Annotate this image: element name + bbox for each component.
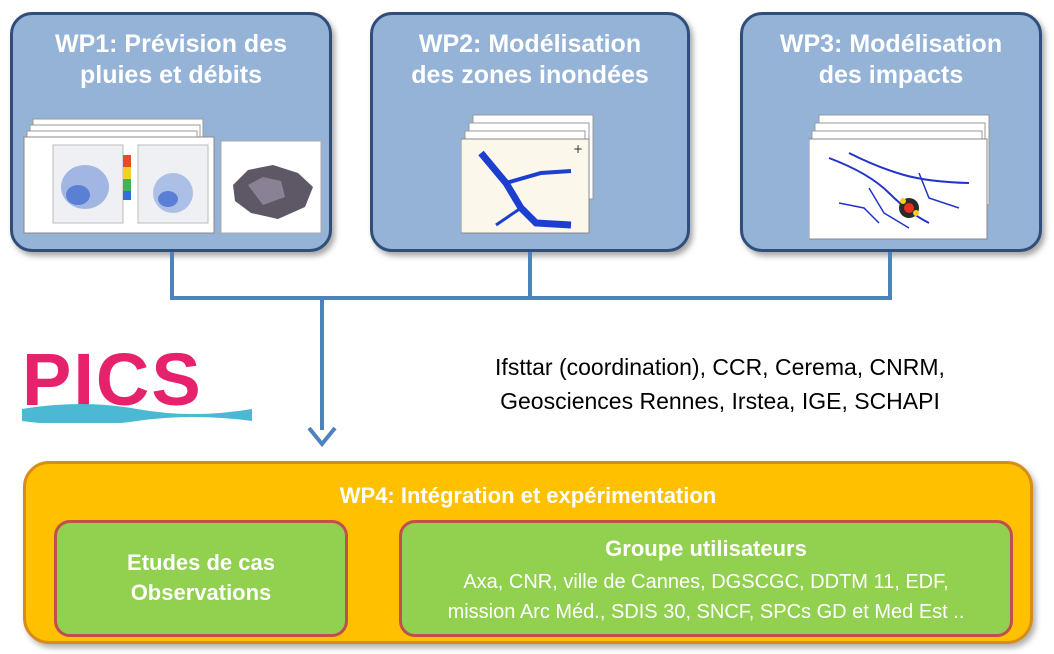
- pics-logo: PICS: [22, 338, 252, 425]
- wp1-title: WP1: Prévision des pluies et débits: [54, 30, 288, 89]
- groupe-members: Axa, CNR, ville de Cannes, DGSCGC, DDTM …: [447, 571, 965, 623]
- wp4-title: WP4: Intégration et expérimentation: [339, 483, 717, 508]
- arrow-head-icon: [307, 426, 337, 448]
- etudes-box: Etudes de cas Observations: [54, 520, 348, 637]
- wp1-box: WP1: Prévision des pluies et débits: [10, 12, 332, 252]
- wp3-box: WP3: Modélisation des impacts: [740, 12, 1042, 252]
- wp4-box: WP4: Intégration et expérimentation Etud…: [23, 461, 1033, 644]
- wp1-rainfall-maps: [23, 115, 323, 235]
- groupe-box: Groupe utilisateurs Axa, CNR, ville de C…: [399, 520, 1013, 637]
- wp2-flood-maps: +: [461, 113, 611, 243]
- groupe-title: Groupe utilisateurs: [605, 536, 807, 561]
- partners-text: Ifsttar (coordination), CCR, Cerema, CNR…: [495, 354, 945, 414]
- connector-horizontal: [170, 296, 892, 300]
- connector-wp1-down: [170, 252, 174, 299]
- wp3-title: WP3: Modélisation des impacts: [779, 30, 1003, 89]
- wp2-title: WP2: Modélisation des zones inondées: [411, 30, 649, 89]
- connector-to-wp4: [320, 298, 324, 430]
- wp3-impact-maps: [809, 113, 999, 243]
- connector-wp2-down: [528, 252, 532, 299]
- connector-wp3-down: [888, 252, 892, 299]
- wp2-box: WP2: Modélisation des zones inondées +: [370, 12, 690, 252]
- svg-text:+: +: [573, 142, 583, 156]
- etudes-title: Etudes de cas Observations: [127, 550, 275, 605]
